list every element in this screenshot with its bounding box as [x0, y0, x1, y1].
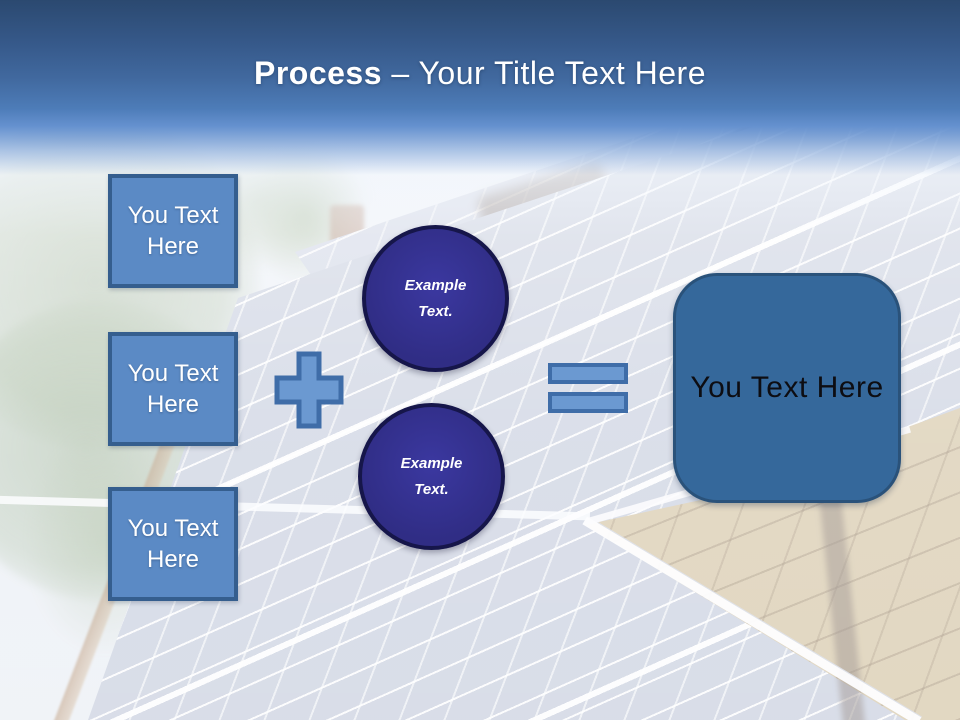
example-circle-2[interactable]: Example Text.	[358, 403, 505, 550]
input-box-2-label: You Text Here	[127, 359, 219, 418]
header-gradient-band	[0, 0, 960, 175]
slide-title-rest: – Your Title Text Here	[391, 55, 706, 91]
input-box-3[interactable]: You Text Here	[108, 487, 238, 601]
slide-title-emphasis: Process	[253, 55, 383, 91]
equals-icon	[548, 392, 628, 413]
input-box-2[interactable]: You Text Here	[108, 332, 238, 446]
input-box-1-label: You Text Here	[127, 201, 219, 260]
example-circle-1[interactable]: Example Text.	[362, 225, 509, 372]
equals-icon	[548, 363, 628, 384]
example-circle-2-label: Example Text.	[400, 455, 463, 498]
input-box-3-label: You Text Here	[127, 514, 219, 573]
example-circle-1-label: Example Text.	[404, 277, 467, 320]
slide-title: Process – Your Title Text Here	[0, 55, 960, 92]
plus-icon	[274, 351, 344, 429]
input-box-1[interactable]: You Text Here	[108, 174, 238, 288]
result-box-label: You Text Here	[690, 371, 884, 404]
result-box[interactable]: You Text Here	[673, 273, 901, 503]
